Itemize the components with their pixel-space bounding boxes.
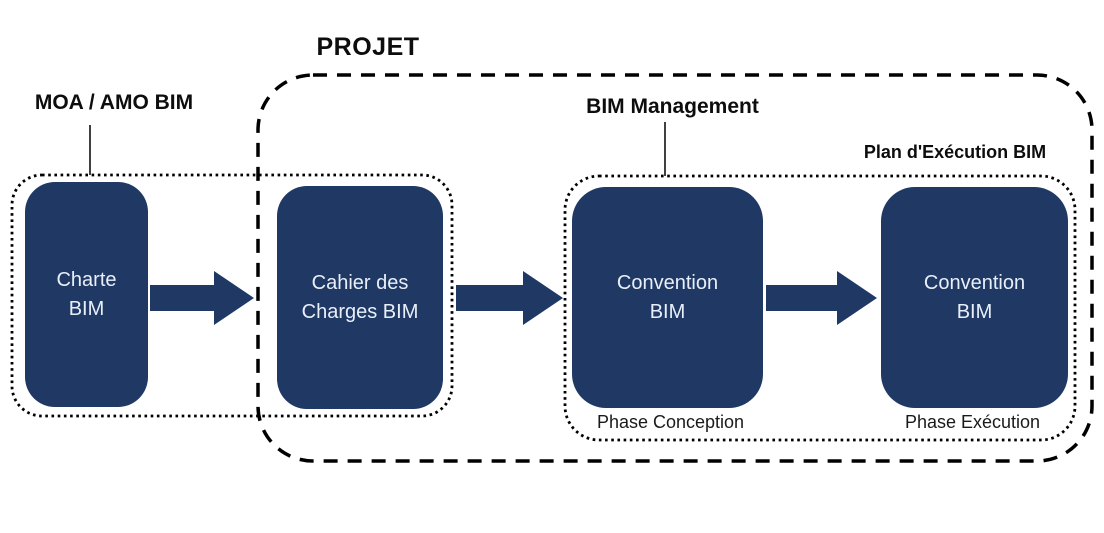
convention-conception-line1: Convention [616,271,719,294]
charte-bim-box-line1: Charte [56,268,117,291]
cahier-box-line2: Charges BIM [301,300,419,323]
convention-bim-conception-box: Convention BIM [572,187,763,408]
convention-bim-execution-box: Convention BIM [881,187,1068,408]
charte-bim-box: Charte BIM [25,182,148,407]
charte-bim-box-line2: BIM [68,297,105,320]
flow-arrow-right-icon [150,271,254,325]
plan-execution-bim-label: Plan d'Exécution BIM [863,142,1047,162]
flow-arrow-right-icon [456,271,563,325]
cahier-des-charges-bim-box: Cahier des Charges BIM [277,186,443,409]
cahier-box-line1: Cahier des [311,271,409,294]
convention-execution-line1: Convention [923,271,1026,294]
moa-amo-group-border [10,173,454,418]
phase-conception-label: Phase Conception [596,412,745,432]
convention-conception-line2: BIM [649,300,686,323]
bim-management-label: BIM Management [586,95,759,118]
convention-execution-line2: BIM [956,300,993,323]
projet-title: PROJET [316,33,420,61]
flow-arrow-right-icon [766,271,877,325]
projet-group-border [256,73,1094,463]
phase-execution-label: Phase Exécution [904,412,1041,432]
moa-amo-bim-label: MOA / AMO BIM [34,91,194,114]
